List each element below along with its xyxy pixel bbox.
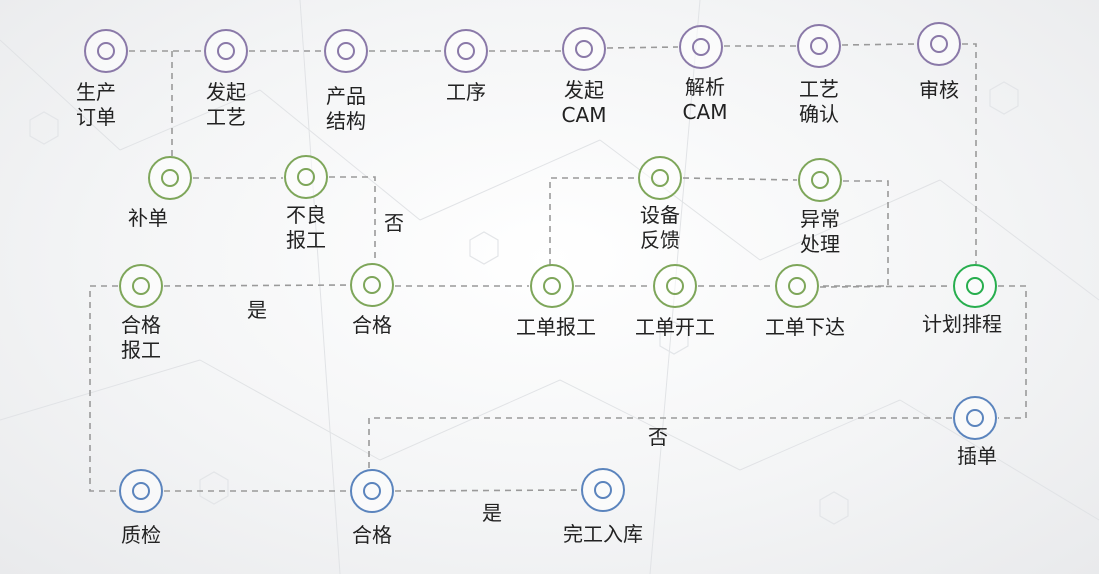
annotation-no-2: 否 [648, 425, 668, 449]
node-pass-2 [350, 469, 394, 513]
node-work-order-report [530, 264, 574, 308]
node-start-cam [562, 27, 606, 71]
connector-okreport-qc [89, 285, 118, 492]
connector-insert-pass2 [368, 417, 952, 468]
node-parse-cam [679, 25, 723, 69]
label-plan-schedule: 计划排程 [922, 312, 1002, 336]
node-process [444, 29, 488, 73]
connector-defect-pass1 [329, 176, 376, 262]
node-defect-report [284, 155, 328, 199]
node-exception-handling [798, 158, 842, 202]
node-start-process [204, 29, 248, 73]
node-quality-inspection [119, 469, 163, 513]
label-process-confirm: 工艺 确认 [799, 77, 839, 126]
annotation-no-1: 否 [384, 211, 404, 235]
label-work-order-start: 工单开工 [635, 315, 715, 339]
label-qualified-report: 合格 报工 [121, 313, 161, 362]
label-audit: 审核 [919, 78, 959, 102]
connector-confirm-audit [841, 43, 917, 46]
annotation-yes-2: 是 [482, 501, 502, 525]
node-work-order-start [653, 264, 697, 308]
connector-exception-loop [820, 180, 889, 287]
node-warehouse-in [581, 468, 625, 512]
label-pass-1: 合格 [352, 313, 392, 337]
node-audit [917, 22, 961, 66]
connector-audit-schedule [962, 43, 977, 264]
connector-schedule-insert [998, 285, 1027, 419]
label-pass-2: 合格 [352, 523, 392, 547]
connector-woissue-schedule [819, 285, 953, 288]
label-exception-handling: 异常 处理 [800, 207, 840, 256]
node-product-structure [324, 29, 368, 73]
label-start-cam: 发起 CAM [561, 78, 607, 127]
label-reissue: 补单 [128, 206, 168, 230]
connector-startcam-parsecam [606, 46, 679, 49]
node-insert-order [953, 396, 997, 440]
label-warehouse-in: 完工入库 [563, 522, 643, 546]
node-equipment-feedback [638, 156, 682, 200]
node-order [84, 29, 128, 73]
label-quality-inspection: 质检 [121, 523, 161, 547]
connector-equip-exception [682, 177, 798, 181]
label-equipment-feedback: 设备 反馈 [640, 203, 680, 252]
label-start-process: 发起 工艺 [206, 80, 246, 129]
connector-pass2-stock [394, 489, 581, 492]
node-reissue [148, 156, 192, 200]
label-order: 生产 订单 [76, 80, 116, 129]
node-pass-1 [350, 263, 394, 307]
connector-okreport-pass1 [163, 284, 350, 287]
label-process: 工序 [446, 80, 486, 104]
label-product-structure: 产品 结构 [326, 84, 366, 133]
node-plan-schedule [953, 264, 997, 308]
node-process-confirm [797, 24, 841, 68]
node-work-order-issue [775, 264, 819, 308]
node-qualified-report [119, 264, 163, 308]
connector-wo-report-equip [549, 177, 637, 265]
label-defect-report: 不良 报工 [286, 203, 326, 252]
label-parse-cam: 解析 CAM [682, 75, 728, 124]
label-insert-order: 插单 [957, 444, 997, 468]
annotation-yes-1: 是 [247, 298, 267, 322]
label-work-order-report: 工单报工 [516, 315, 596, 339]
label-work-order-issue: 工单下达 [765, 315, 845, 339]
